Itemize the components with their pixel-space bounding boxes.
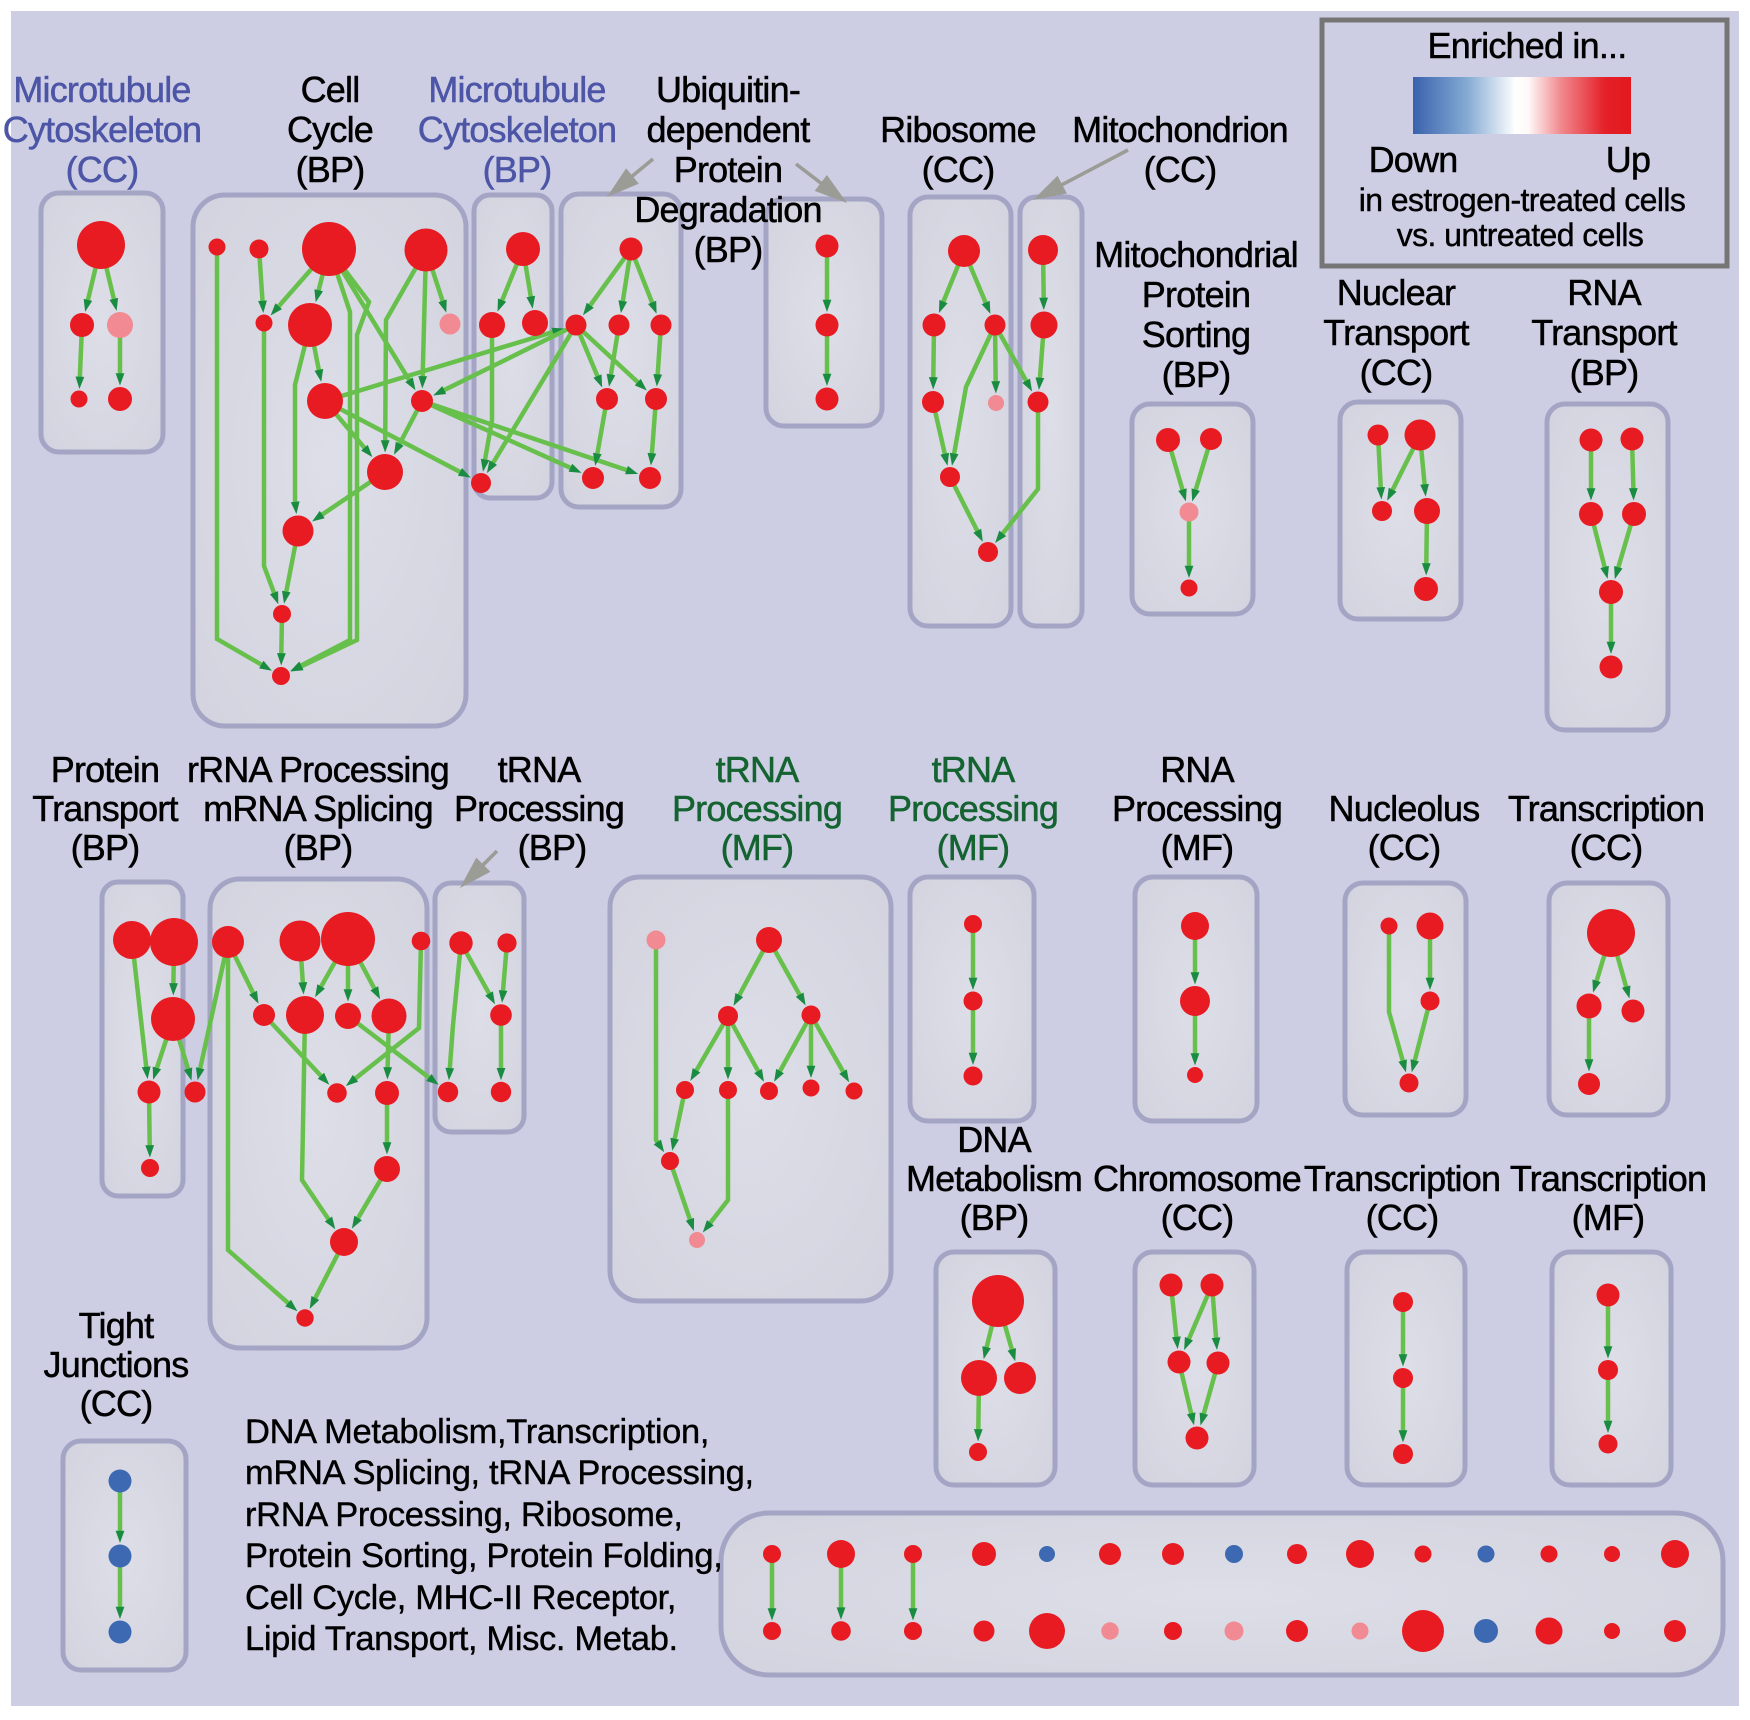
svg-text:(CC): (CC) (1368, 827, 1441, 868)
svg-text:Transport: Transport (32, 788, 178, 829)
svg-text:Transport: Transport (1531, 312, 1677, 353)
svg-text:DNA Metabolism,Transcription,: DNA Metabolism,Transcription, (245, 1413, 709, 1451)
svg-text:Metabolism: Metabolism (906, 1158, 1082, 1199)
svg-text:(CC): (CC) (1360, 352, 1433, 393)
svg-text:Down: Down (1369, 139, 1458, 180)
svg-text:Processing: Processing (454, 788, 624, 829)
svg-text:vs. untreated cells: vs. untreated cells (1397, 217, 1644, 253)
svg-text:(CC): (CC) (80, 1383, 153, 1424)
svg-text:Transcription: Transcription (1508, 788, 1704, 829)
svg-text:rRNA Processing: rRNA Processing (187, 749, 449, 790)
svg-text:(BP): (BP) (284, 827, 353, 868)
svg-text:DNA: DNA (957, 1119, 1031, 1160)
svg-text:Microtubule: Microtubule (13, 69, 190, 110)
svg-text:(BP): (BP) (518, 827, 587, 868)
svg-text:(MF): (MF) (1572, 1197, 1645, 1238)
svg-text:Processing: Processing (888, 788, 1058, 829)
svg-text:(CC): (CC) (922, 149, 995, 190)
svg-text:Transcription: Transcription (1304, 1158, 1500, 1199)
svg-text:Nuclear: Nuclear (1337, 272, 1456, 313)
svg-text:Tight: Tight (79, 1305, 154, 1346)
svg-text:Protein Sorting, Protein Foldi: Protein Sorting, Protein Folding, (245, 1537, 722, 1575)
svg-text:(CC): (CC) (1161, 1197, 1234, 1238)
svg-text:Mitochondrial: Mitochondrial (1094, 234, 1298, 275)
svg-text:(BP): (BP) (296, 149, 365, 190)
svg-text:RNA: RNA (1160, 749, 1234, 790)
svg-text:rRNA Processing, Ribosome,: rRNA Processing, Ribosome, (245, 1496, 683, 1534)
svg-text:tRNA: tRNA (932, 749, 1016, 790)
svg-text:(BP): (BP) (1570, 352, 1639, 393)
svg-text:Enriched in...: Enriched in... (1428, 25, 1627, 66)
svg-text:(BP): (BP) (71, 827, 140, 868)
svg-text:Cycle: Cycle (287, 109, 373, 150)
svg-text:Transport: Transport (1323, 312, 1469, 353)
svg-text:Processing: Processing (672, 788, 842, 829)
svg-text:Cytoskeleton: Cytoskeleton (418, 109, 617, 150)
svg-text:(CC): (CC) (1366, 1197, 1439, 1238)
svg-text:(MF): (MF) (937, 827, 1010, 868)
svg-text:mRNA Splicing, tRNA Processing: mRNA Splicing, tRNA Processing, (245, 1454, 754, 1492)
svg-text:mRNA Splicing: mRNA Splicing (203, 788, 433, 829)
svg-text:Transcription: Transcription (1510, 1158, 1706, 1199)
svg-text:(BP): (BP) (1162, 354, 1231, 395)
svg-text:Cytoskeleton: Cytoskeleton (3, 109, 202, 150)
svg-text:tRNA: tRNA (716, 749, 800, 790)
svg-text:(CC): (CC) (1144, 149, 1217, 190)
svg-text:Processing: Processing (1112, 788, 1282, 829)
svg-text:Ubiquitin-: Ubiquitin- (656, 69, 800, 110)
svg-text:in estrogen-treated cells: in estrogen-treated cells (1359, 182, 1686, 218)
svg-text:Protein: Protein (674, 149, 782, 190)
svg-text:Degradation: Degradation (634, 189, 821, 230)
svg-text:(BP): (BP) (483, 149, 552, 190)
svg-text:(CC): (CC) (1570, 827, 1643, 868)
svg-text:Protein: Protein (51, 749, 159, 790)
svg-text:dependent: dependent (647, 109, 811, 150)
svg-text:Lipid Transport, Misc. Metab.: Lipid Transport, Misc. Metab. (245, 1620, 678, 1658)
svg-text:Mitochondrion: Mitochondrion (1072, 109, 1288, 150)
svg-text:Sorting: Sorting (1142, 314, 1250, 355)
svg-text:Protein: Protein (1142, 274, 1250, 315)
svg-text:Cell: Cell (301, 69, 360, 110)
svg-text:Ribosome: Ribosome (880, 109, 1036, 150)
svg-text:(BP): (BP) (694, 229, 763, 270)
svg-text:(MF): (MF) (1161, 827, 1234, 868)
svg-text:(BP): (BP) (960, 1197, 1029, 1238)
svg-text:Microtubule: Microtubule (428, 69, 605, 110)
svg-text:Chromosome: Chromosome (1093, 1158, 1301, 1199)
svg-text:(MF): (MF) (721, 827, 794, 868)
svg-text:Nucleolus: Nucleolus (1329, 788, 1480, 829)
svg-text:Up: Up (1606, 139, 1650, 180)
svg-text:RNA: RNA (1567, 272, 1641, 313)
svg-text:(CC): (CC) (66, 149, 139, 190)
svg-text:tRNA: tRNA (498, 749, 582, 790)
svg-text:Cell Cycle, MHC-II Receptor,: Cell Cycle, MHC-II Receptor, (245, 1579, 676, 1617)
svg-text:Junctions: Junctions (44, 1344, 189, 1385)
